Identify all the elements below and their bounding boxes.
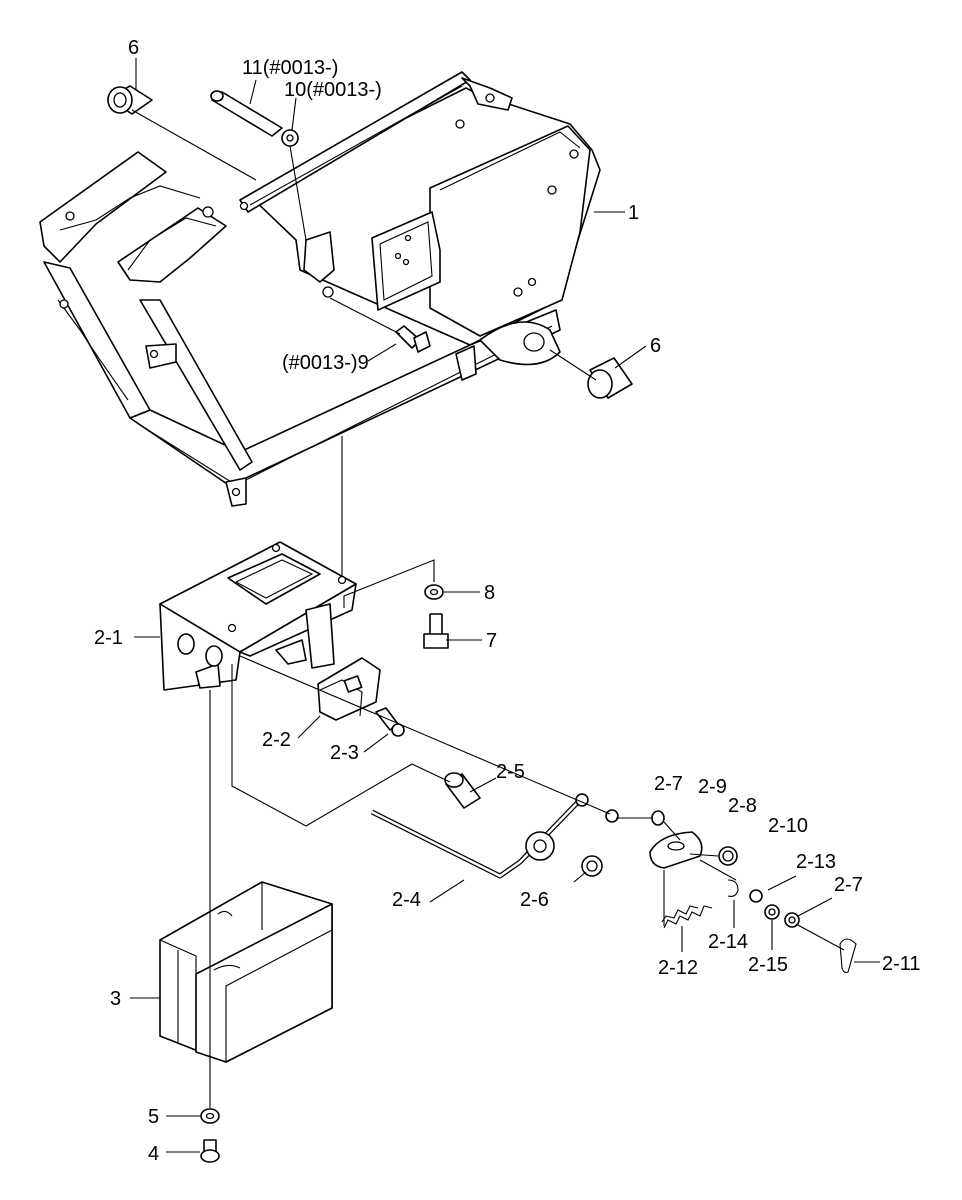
washer-8 xyxy=(424,584,444,600)
washer-2-7-upper xyxy=(605,809,619,823)
label-1: 1 xyxy=(628,202,639,224)
clip-2-14 xyxy=(727,879,739,897)
spring-2-12 xyxy=(661,905,713,929)
label-2-8: 2-8 xyxy=(728,795,757,817)
cotter-pin-2-11 xyxy=(839,938,857,974)
label-2-3: 2-3 xyxy=(330,742,359,764)
sleeve-2-5 xyxy=(444,772,481,809)
ring-2-10 xyxy=(718,846,738,866)
cover-3 xyxy=(159,881,333,1063)
washer-2-15 xyxy=(764,904,780,920)
label-2-4: 2-4 xyxy=(392,889,421,911)
label-2-10: 2-10 xyxy=(768,815,808,837)
label-2-12: 2-12 xyxy=(658,957,698,979)
bracket-2-1 xyxy=(159,541,357,691)
label-4: 4 xyxy=(148,1143,159,1165)
bushing-right xyxy=(587,357,633,399)
label-7: 7 xyxy=(486,630,497,652)
washer-5 xyxy=(200,1108,220,1124)
label-5: 5 xyxy=(148,1106,159,1128)
lever-plate-2-8 xyxy=(649,831,703,869)
bushing-top xyxy=(107,85,153,115)
label-10: 10(#0013-) xyxy=(284,79,382,101)
label-9: (#0013-)9 xyxy=(282,352,369,374)
label-2-7-lower: 2-7 xyxy=(834,874,863,896)
label-2-13: 2-13 xyxy=(796,851,836,873)
label-2-6: 2-6 xyxy=(520,889,549,911)
screw-4 xyxy=(200,1139,220,1163)
label-2-9: 2-9 xyxy=(698,776,727,798)
label-2-5: 2-5 xyxy=(496,761,525,783)
label-3: 3 xyxy=(110,988,121,1010)
label-2-7-upper: 2-7 xyxy=(654,773,683,795)
label-8: 8 xyxy=(484,582,495,604)
collar-2-13 xyxy=(749,889,763,903)
label-2-14: 2-14 xyxy=(708,931,748,953)
switch-2-2 xyxy=(317,657,381,721)
label-2-11: 2-11 xyxy=(882,953,921,975)
label-6-top: 6 xyxy=(128,37,139,59)
bolt-7 xyxy=(423,613,449,649)
part-labels: 1 6 6 11(#0013-) 10(#0013-) (#0013-)9 8 … xyxy=(94,37,921,1165)
leader-lines xyxy=(130,58,880,1153)
washer-10 xyxy=(281,129,299,147)
pin-11 xyxy=(210,90,283,137)
screw-2-3 xyxy=(375,707,405,737)
washer-2-7-lower xyxy=(784,912,800,928)
clip-2-6 xyxy=(581,855,603,877)
collar-2-9 xyxy=(651,810,665,826)
label-2-15: 2-15 xyxy=(748,954,788,976)
label-11: 11(#0013-) xyxy=(242,57,338,79)
label-2-1: 2-1 xyxy=(94,627,123,649)
label-2-2: 2-2 xyxy=(262,729,291,751)
main-frame xyxy=(39,71,601,507)
bolt-9 xyxy=(395,325,431,353)
label-6-right: 6 xyxy=(650,335,661,357)
pedal-rod-2-4 xyxy=(370,793,589,879)
